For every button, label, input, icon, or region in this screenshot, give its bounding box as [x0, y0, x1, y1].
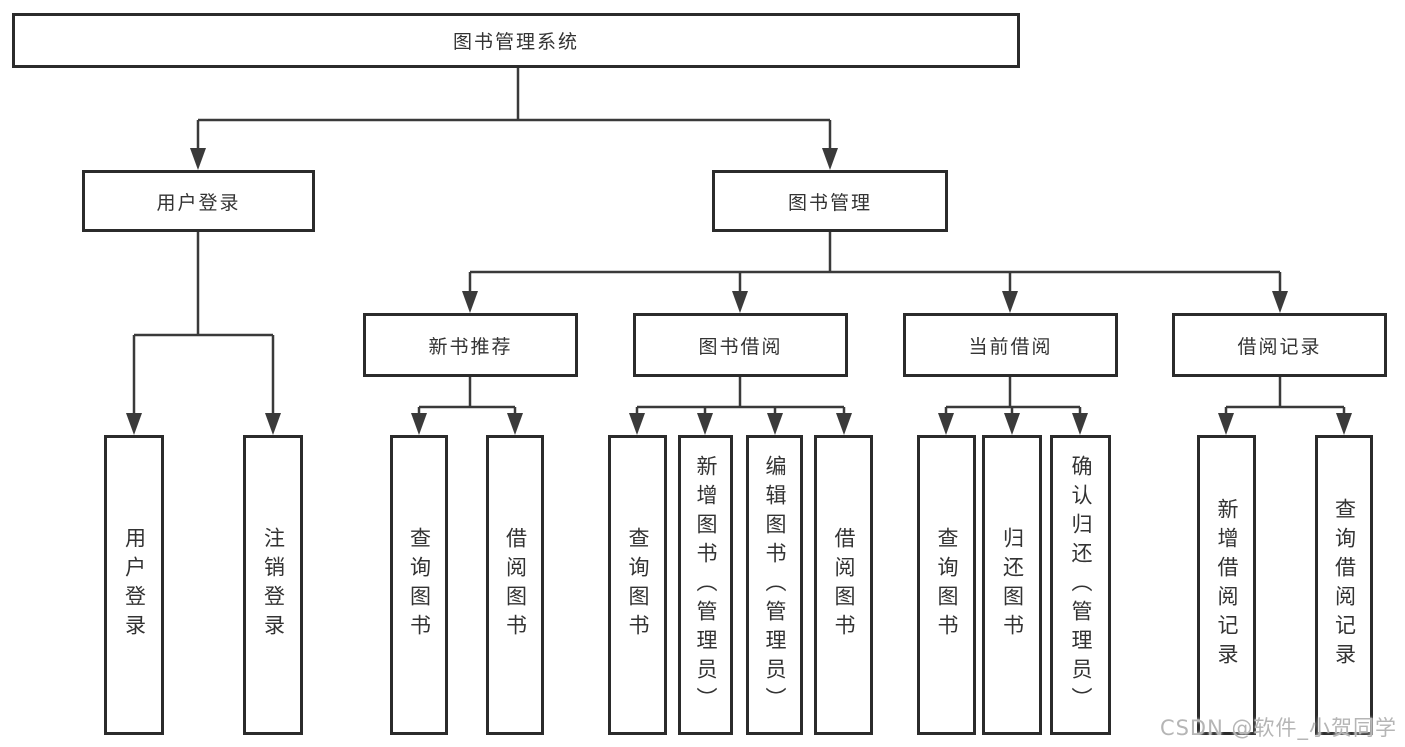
arrowhead-newbooks-leaf-2 — [507, 413, 523, 435]
connector-book-management-branch — [468, 232, 1282, 293]
node-label: 新增图书（管理员） — [694, 454, 718, 716]
leaf-add-books-admin: 新增图书（管理员） — [678, 435, 733, 735]
connector-user-login-branch — [132, 232, 275, 415]
connector-borrow-records-branch — [1224, 377, 1346, 415]
arrowhead-records-leaf-1 — [1218, 413, 1234, 435]
leaf-user-login: 用户登录 — [104, 435, 164, 735]
node-library-management-system: 图书管理系统 — [12, 13, 1020, 68]
arrowhead-to-logout-leaf — [265, 413, 281, 435]
node-label: 图书管理系统 — [452, 31, 579, 53]
arrowhead-to-book-management — [822, 148, 838, 170]
node-label: 查询图书 — [407, 527, 432, 643]
arrowhead-borrow-leaf-4 — [836, 413, 852, 435]
leaf-return-books: 归还图书 — [982, 435, 1042, 735]
node-label: 归还图书 — [1000, 527, 1025, 643]
node-label: 注销登录 — [261, 527, 286, 643]
node-label: 新增借阅记录 — [1215, 498, 1239, 672]
node-label: 编辑图书（管理员） — [763, 454, 787, 716]
arrowhead-to-new-books — [462, 291, 478, 313]
arrowhead-current-leaf-3 — [1072, 413, 1088, 435]
leaf-logout: 注销登录 — [243, 435, 303, 735]
arrowhead-to-book-borrow — [732, 291, 748, 313]
arrowhead-to-borrow-records — [1272, 291, 1288, 313]
arrowhead-current-leaf-2 — [1004, 413, 1020, 435]
leaf-query-books-newbooks: 查询图书 — [390, 435, 448, 735]
node-label: 当前借阅 — [968, 335, 1053, 358]
node-label: 借阅图书 — [503, 527, 528, 643]
arrowhead-to-current-borrow — [1002, 291, 1018, 313]
leaf-add-borrow-record: 新增借阅记录 — [1197, 435, 1256, 735]
node-borrow-records: 借阅记录 — [1172, 313, 1387, 377]
connector-book-borrow-branch — [635, 377, 846, 415]
node-label: 用户登录 — [122, 527, 147, 643]
node-book-borrow: 图书借阅 — [633, 313, 848, 377]
leaf-query-books-borrow: 查询图书 — [608, 435, 667, 735]
node-user-login: 用户登录 — [82, 170, 315, 232]
node-label: 查询图书 — [935, 527, 959, 643]
node-label: 查询借阅记录 — [1332, 498, 1357, 672]
leaf-borrow-books: 借阅图书 — [814, 435, 873, 735]
node-book-management: 图书管理 — [712, 170, 948, 232]
node-label: 借阅图书 — [832, 527, 856, 643]
node-new-book-recommend: 新书推荐 — [363, 313, 578, 377]
leaf-borrow-books-newbooks: 借阅图书 — [486, 435, 544, 735]
arrowhead-to-login-leaf — [126, 413, 142, 435]
leaf-confirm-return-admin: 确认归还（管理员） — [1050, 435, 1111, 735]
arrowhead-newbooks-leaf-1 — [411, 413, 427, 435]
arrowhead-borrow-leaf-2 — [697, 413, 713, 435]
arrowhead-current-leaf-1 — [938, 413, 954, 435]
leaf-edit-books-admin: 编辑图书（管理员） — [746, 435, 803, 735]
node-label: 图书借阅 — [698, 335, 783, 358]
connector-root-to-level2 — [196, 68, 832, 150]
node-label: 新书推荐 — [428, 335, 513, 358]
csdn-watermark: CSDN @软件_小贺同学 — [1159, 716, 1397, 740]
node-label: 查询图书 — [626, 527, 650, 643]
connector-new-books-branch — [417, 377, 517, 415]
node-label: 借阅记录 — [1237, 335, 1322, 358]
arrowhead-records-leaf-2 — [1336, 413, 1352, 435]
leaf-query-borrow-record: 查询借阅记录 — [1315, 435, 1373, 735]
arrowhead-borrow-leaf-3 — [767, 413, 783, 435]
connector-current-borrow-branch — [944, 377, 1082, 415]
node-label: 用户登录 — [156, 191, 241, 214]
arrowhead-borrow-leaf-1 — [629, 413, 645, 435]
arrowhead-to-user-login — [190, 148, 206, 170]
node-label: 图书管理 — [787, 191, 872, 214]
node-current-borrow: 当前借阅 — [903, 313, 1118, 377]
node-label: 确认归还（管理员） — [1069, 454, 1093, 716]
leaf-query-books-current: 查询图书 — [917, 435, 976, 735]
